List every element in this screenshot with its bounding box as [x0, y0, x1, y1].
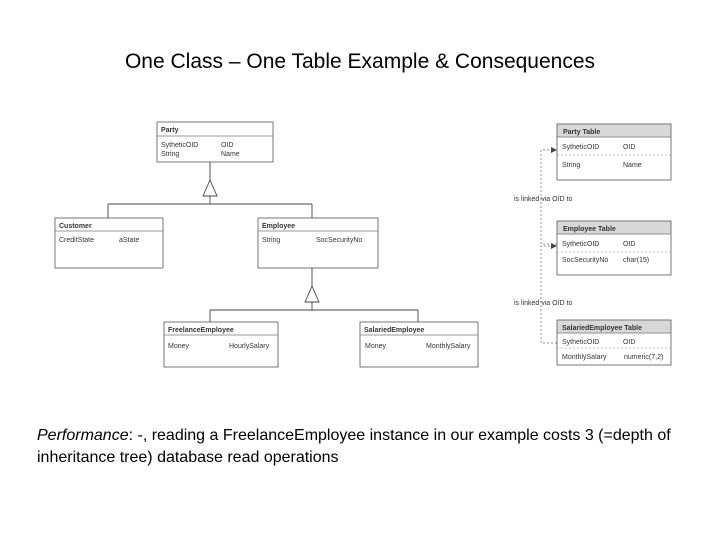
uml-attr-name: MonthlySalary	[426, 343, 471, 350]
uml-attr-name: HourlySalary	[229, 343, 270, 350]
uml-class-employee-name: Employee	[262, 223, 295, 230]
uml-class-salaried-employee: SalariedEmployee Money MonthlySalary	[359, 321, 479, 368]
db-column-name: SytheticOID	[562, 241, 599, 248]
db-column-name: String	[562, 162, 580, 169]
uml-class-party: Party SytheticOID OID String Name	[156, 121, 274, 163]
db-column-type: OID	[623, 339, 635, 346]
db-column-name: MonthlySalary	[562, 354, 607, 361]
db-column-type: OID	[623, 241, 635, 248]
uml-class-freelance-name: FreelanceEmployee	[168, 327, 234, 334]
performance-note-text: : -, reading a FreelanceEmployee instanc…	[37, 427, 671, 466]
uml-class-customer: Customer CreditState aState	[54, 217, 164, 269]
performance-note: Performance: -, reading a FreelanceEmplo…	[37, 425, 697, 469]
db-column-type: OID	[623, 144, 635, 151]
db-column-name: SytheticOID	[562, 144, 599, 151]
generalization-arrow-icon	[304, 284, 320, 303]
uml-class-employee: Employee String SocSecurityNo	[257, 217, 379, 269]
db-table-salaried-name: SalariedEmployee Table	[562, 325, 642, 332]
uml-attr-name: SocSecurityNo	[316, 237, 362, 244]
uml-attr-type: String	[262, 237, 280, 244]
db-table-party-name: Party Table	[563, 129, 600, 136]
uml-attr-type: CreditState	[59, 237, 94, 244]
uml-class-customer-name: Customer	[59, 223, 92, 230]
db-table-employee: Employee Table SytheticOID OID SocSecuri…	[556, 220, 672, 276]
db-table-party: Party Table SytheticOID OID String Name	[556, 123, 672, 181]
uml-class-freelance-employee: FreelanceEmployee Money HourlySalary	[163, 321, 279, 368]
uml-attr-type: Money	[365, 343, 387, 350]
uml-attr-name: OID	[221, 142, 233, 149]
db-column-name: SocSecurityNo	[562, 257, 608, 264]
uml-class-party-name: Party	[161, 127, 179, 134]
uml-class-salaried-name: SalariedEmployee	[364, 327, 424, 334]
generalization-arrow-icon	[202, 178, 218, 197]
inheritance-employee	[209, 268, 419, 322]
db-column-type: Name	[623, 162, 642, 169]
oid-link-label: is linked via OID to	[514, 196, 572, 203]
uml-attr-type: SytheticOID	[161, 142, 198, 149]
oid-link-label: is linked via OID to	[514, 300, 572, 307]
db-column-name: SytheticOID	[562, 339, 599, 346]
uml-attr-name: Name	[221, 151, 240, 158]
uml-attr-type: Money	[168, 343, 190, 350]
oid-link-employee-to-party: is linked via OID to	[514, 147, 572, 245]
db-table-employee-name: Employee Table	[563, 226, 616, 233]
slide-title: One Class – One Table Example & Conseque…	[124, 50, 596, 73]
db-table-salaried: SalariedEmployee Table SytheticOID OID M…	[556, 319, 672, 366]
db-column-type: numeric(7,2)	[624, 354, 663, 361]
arrow-head-icon	[551, 147, 557, 153]
uml-attr-type: String	[161, 151, 179, 158]
inheritance-party	[107, 162, 313, 218]
uml-attr-name: aState	[119, 237, 139, 244]
arrow-head-icon	[551, 243, 557, 249]
oid-link-salaried-to-employee: is linked via OID to	[514, 243, 572, 344]
db-column-type: char(15)	[623, 257, 649, 264]
performance-note-lead: Performance	[37, 427, 129, 444]
